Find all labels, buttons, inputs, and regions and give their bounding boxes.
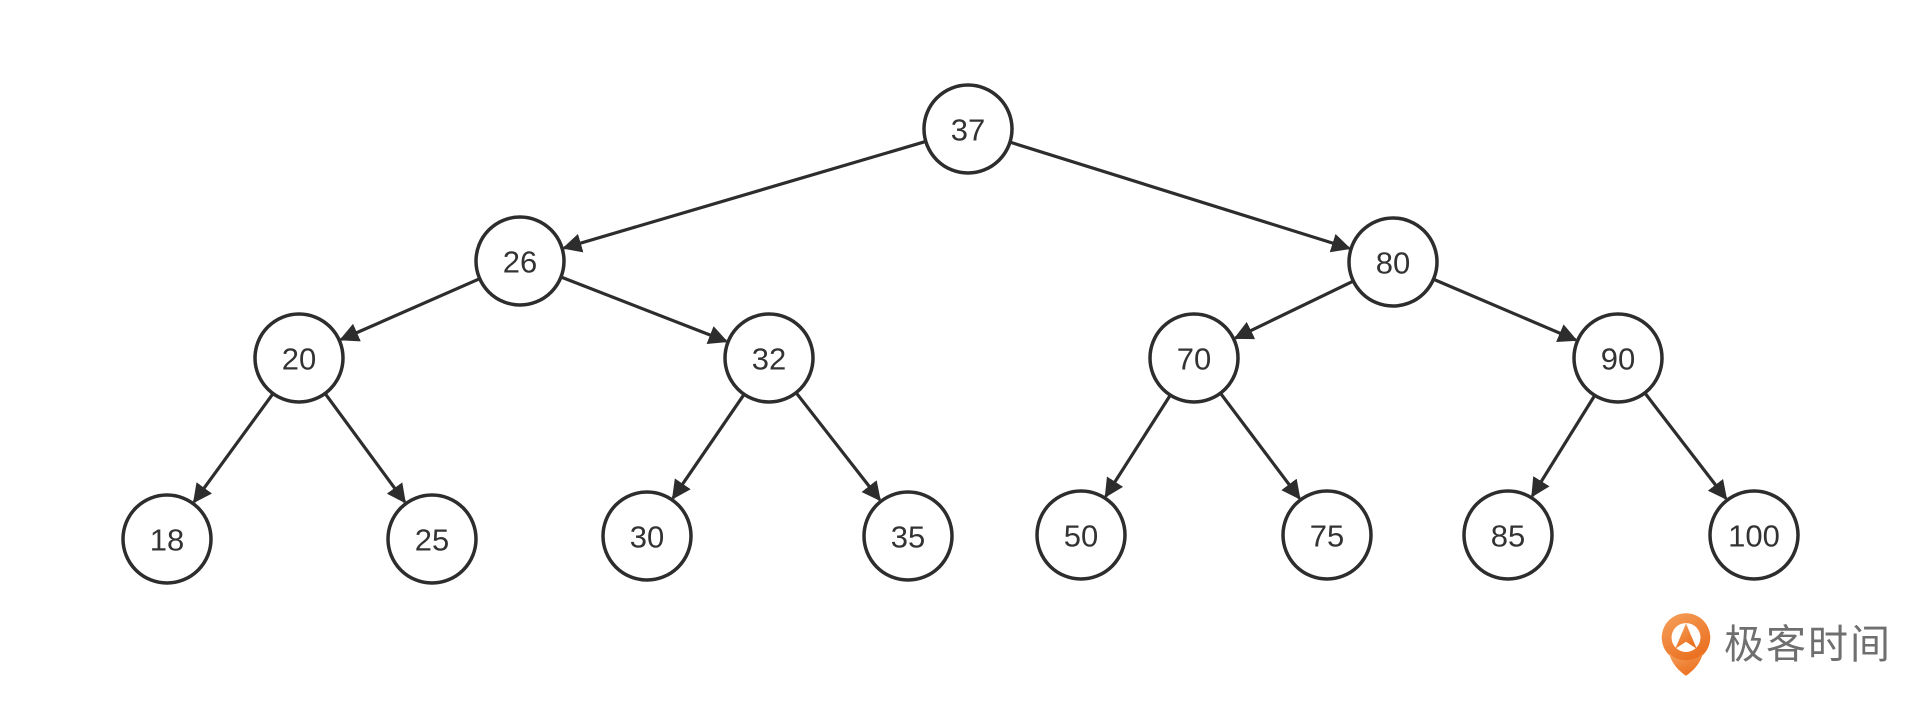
tree-edge-70-75 [1219, 392, 1301, 500]
tree-node-label-32: 32 [752, 342, 786, 377]
geektime-logo: 极客时间 [1658, 611, 1892, 679]
tree-node-30: 30 [601, 490, 693, 582]
tree-node-label-20: 20 [282, 342, 316, 377]
tree-edge-20-18 [192, 392, 275, 504]
tree-node-35: 35 [862, 490, 954, 582]
tree-node-85: 85 [1462, 489, 1554, 581]
tree-edge-26-32 [560, 275, 728, 344]
tree-node-circle-32 [723, 312, 815, 404]
tree-node-circle-18 [121, 493, 213, 585]
tree-node-label-37: 37 [951, 113, 985, 148]
tree-node-label-50: 50 [1064, 519, 1098, 554]
tree-node-circle-25 [386, 493, 478, 585]
tree-edge-70-50 [1104, 394, 1172, 498]
tree-node-90: 90 [1572, 312, 1664, 404]
tree-node-label-90: 90 [1601, 342, 1635, 377]
tree-node-circle-35 [862, 490, 954, 582]
tree-node-circle-50 [1035, 489, 1127, 581]
tree-edges [192, 139, 1728, 504]
tree-edge-32-30 [671, 393, 746, 500]
tree-node-75: 75 [1281, 489, 1373, 581]
tree-node-18: 18 [121, 493, 213, 585]
tree-edge-80-70 [1233, 279, 1355, 340]
tree-node-circle-30 [601, 490, 693, 582]
tree-edge-90-100 [1643, 391, 1728, 501]
tree-node-circle-85 [1462, 489, 1554, 581]
tree-node-label-85: 85 [1491, 519, 1525, 554]
tree-node-label-18: 18 [150, 523, 184, 558]
tree-node-circle-26 [474, 215, 566, 307]
tree-node-70: 70 [1148, 312, 1240, 404]
tree-node-20: 20 [253, 312, 345, 404]
tree-node-label-80: 80 [1376, 246, 1410, 281]
tree-edge-90-85 [1530, 394, 1597, 498]
tree-edge-37-26 [562, 139, 927, 253]
tree-node-26: 26 [474, 215, 566, 307]
tree-node-circle-70 [1148, 312, 1240, 404]
tree-edge-32-35 [794, 391, 881, 502]
tree-node-label-25: 25 [415, 523, 449, 558]
tree-node-circle-20 [253, 312, 345, 404]
tree-node-32: 32 [723, 312, 815, 404]
tree-node-80: 80 [1347, 216, 1439, 308]
tree-node-label-26: 26 [503, 245, 537, 280]
tree-node-label-35: 35 [891, 520, 925, 555]
tree-node-circle-75 [1281, 489, 1373, 581]
tree-node-37: 37 [922, 83, 1014, 175]
tree-node-circle-90 [1572, 312, 1664, 404]
tree-node-label-30: 30 [630, 520, 664, 555]
tree-node-label-75: 75 [1310, 519, 1344, 554]
tree-edge-37-80 [1009, 140, 1351, 253]
tree-edge-80-90 [1432, 277, 1578, 342]
geektime-logo-text: 极客时间 [1724, 623, 1892, 667]
tree-edge-20-25 [323, 392, 407, 504]
tree-node-label-70: 70 [1177, 342, 1211, 377]
tree-edge-26-20 [339, 277, 481, 342]
tree-node-circle-37 [922, 83, 1014, 175]
tree-nodes: 37 26 80 20 32 70 90 18 25 30 35 50 75 85 100 [121, 83, 1800, 585]
tree-node-50: 50 [1035, 489, 1127, 581]
tree-node-circle-80 [1347, 216, 1439, 308]
tree-node-circle-100 [1708, 489, 1800, 581]
tree-node-100: 100 [1708, 489, 1800, 581]
tree-node-label-100: 100 [1728, 519, 1780, 554]
geektime-logo-icon [1661, 613, 1711, 676]
tree-node-25: 25 [386, 493, 478, 585]
